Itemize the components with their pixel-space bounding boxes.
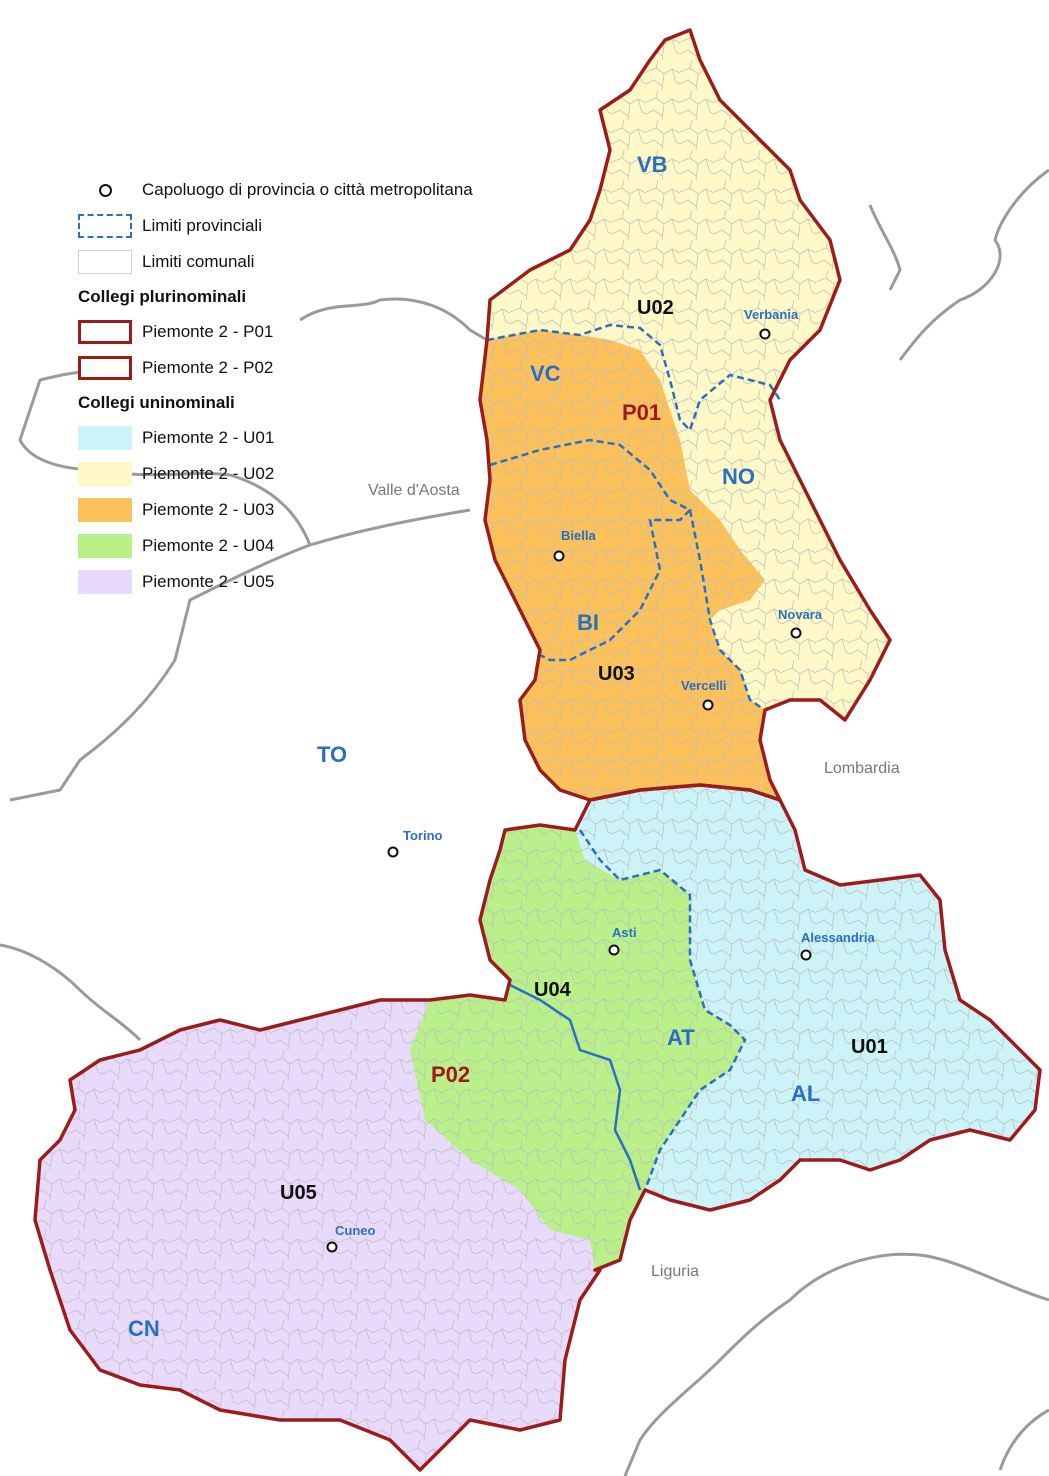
collegio-label-u04: U04 <box>534 979 572 1001</box>
legend-label: Piemonte 2 - U03 <box>142 500 275 519</box>
city-label-vercelli: Vercelli <box>681 678 727 693</box>
city-marker-cuneo <box>326 1241 338 1253</box>
legend-item-capoluogo: Capoluogo di provincia o città metropoli… <box>78 172 558 208</box>
legend-item-limiti-comunali: Limiti comunali <box>78 244 558 280</box>
collegio-label-p01: P01 <box>622 400 661 425</box>
city-label-cuneo: Cuneo <box>335 1223 376 1238</box>
legend-item-u05: Piemonte 2 - U05 <box>78 564 558 600</box>
p02-symbol-icon <box>78 356 132 380</box>
legend-item-u01: Piemonte 2 - U01 <box>78 420 558 456</box>
province-label-cn: CN <box>128 1316 160 1341</box>
province-label-no: NO <box>722 464 755 489</box>
valle-aosta-border-west <box>9 370 312 802</box>
switzerland-border-ne2 <box>868 204 902 291</box>
city-label-torino: Torino <box>403 828 443 843</box>
legend-heading-plurinominali: Collegi plurinominali <box>78 287 247 306</box>
u05-swatch-icon <box>78 570 132 594</box>
switzerland-border-ne <box>898 168 1049 361</box>
city-label-alessandria: Alessandria <box>801 930 875 945</box>
liguria-border-east <box>998 1408 1049 1471</box>
city-label-novara: Novara <box>778 607 823 622</box>
plurinominal-borders <box>33 28 1042 1472</box>
province-label-at: AT <box>667 1025 695 1050</box>
city-markers <box>326 328 812 1253</box>
map-legend: Capoluogo di provincia o città metropoli… <box>78 172 558 600</box>
city-label-biella: Biella <box>561 528 596 543</box>
legend-label: Limiti provinciali <box>142 216 262 235</box>
province-label-vb: VB <box>637 152 668 177</box>
city-marker-vercelli <box>702 699 714 711</box>
u04-swatch-icon <box>78 534 132 558</box>
legend-label: Piemonte 2 - U02 <box>142 464 275 483</box>
provincial-boundary-symbol-icon <box>78 214 132 238</box>
collegio-label-u03: U03 <box>598 663 635 685</box>
city-marker-biella <box>553 550 565 562</box>
legend-label: Piemonte 2 - P02 <box>142 358 274 377</box>
valle-aosta-border <box>299 297 488 342</box>
legend-label: Limiti comunali <box>142 252 255 271</box>
p01-symbol-icon <box>78 320 132 344</box>
u02-swatch-icon <box>78 462 132 486</box>
city-marker-torino <box>387 846 399 858</box>
legend-item-u03: Piemonte 2 - U03 <box>78 492 558 528</box>
collegio-label-u01: U01 <box>851 1036 888 1058</box>
at-cn-boundary <box>509 983 642 1191</box>
city-marker-alessandria <box>800 949 812 961</box>
u03-swatch-icon <box>78 498 132 522</box>
legend-item-u02: Piemonte 2 - U02 <box>78 456 558 492</box>
legend-label: Capoluogo di provincia o città metropoli… <box>142 180 473 199</box>
province-label-vc: VC <box>530 361 561 386</box>
province-label-to: TO <box>317 742 347 767</box>
region-label-valle-aosta: Valle d'Aosta <box>368 482 460 499</box>
collegio-label-p02: P02 <box>431 1062 470 1087</box>
france-border-north <box>0 943 142 1042</box>
liguria-border <box>623 1252 1049 1476</box>
p02-border <box>33 783 1042 1472</box>
province-label-bi: BI <box>577 610 599 635</box>
legend-label: Piemonte 2 - U04 <box>142 536 275 555</box>
legend-label: Piemonte 2 - U05 <box>142 572 275 591</box>
city-marker-novara <box>790 627 802 639</box>
region-label-lombardia: Lombardia <box>824 760 900 777</box>
legend-label: Piemonte 2 - P01 <box>142 322 274 341</box>
provincial-borders <box>486 323 782 1191</box>
province-label-al: AL <box>791 1081 820 1106</box>
city-marker-verbania <box>759 328 771 340</box>
u01-swatch-icon <box>78 426 132 450</box>
legend-heading-uninominali: Collegi uninominali <box>78 393 235 412</box>
legend-item-p02: Piemonte 2 - P02 <box>78 350 558 386</box>
collegio-label-u02: U02 <box>637 297 674 319</box>
city-marker-asti <box>608 944 620 956</box>
legend-label: Piemonte 2 - U01 <box>142 428 275 447</box>
capoluogo-symbol-icon <box>78 178 132 202</box>
legend-item-p01: Piemonte 2 - P01 <box>78 314 558 350</box>
valle-aosta-border-south <box>309 508 471 547</box>
municipal-boundary-symbol-icon <box>78 250 132 274</box>
region-borders <box>0 168 1049 1476</box>
legend-item-u04: Piemonte 2 - U04 <box>78 528 558 564</box>
collegio-label-u05: U05 <box>280 1182 317 1204</box>
city-label-verbania: Verbania <box>744 307 799 322</box>
city-label-asti: Asti <box>612 925 637 940</box>
legend-item-limiti-provinciali: Limiti provinciali <box>78 208 558 244</box>
region-label-liguria: Liguria <box>651 1263 699 1280</box>
